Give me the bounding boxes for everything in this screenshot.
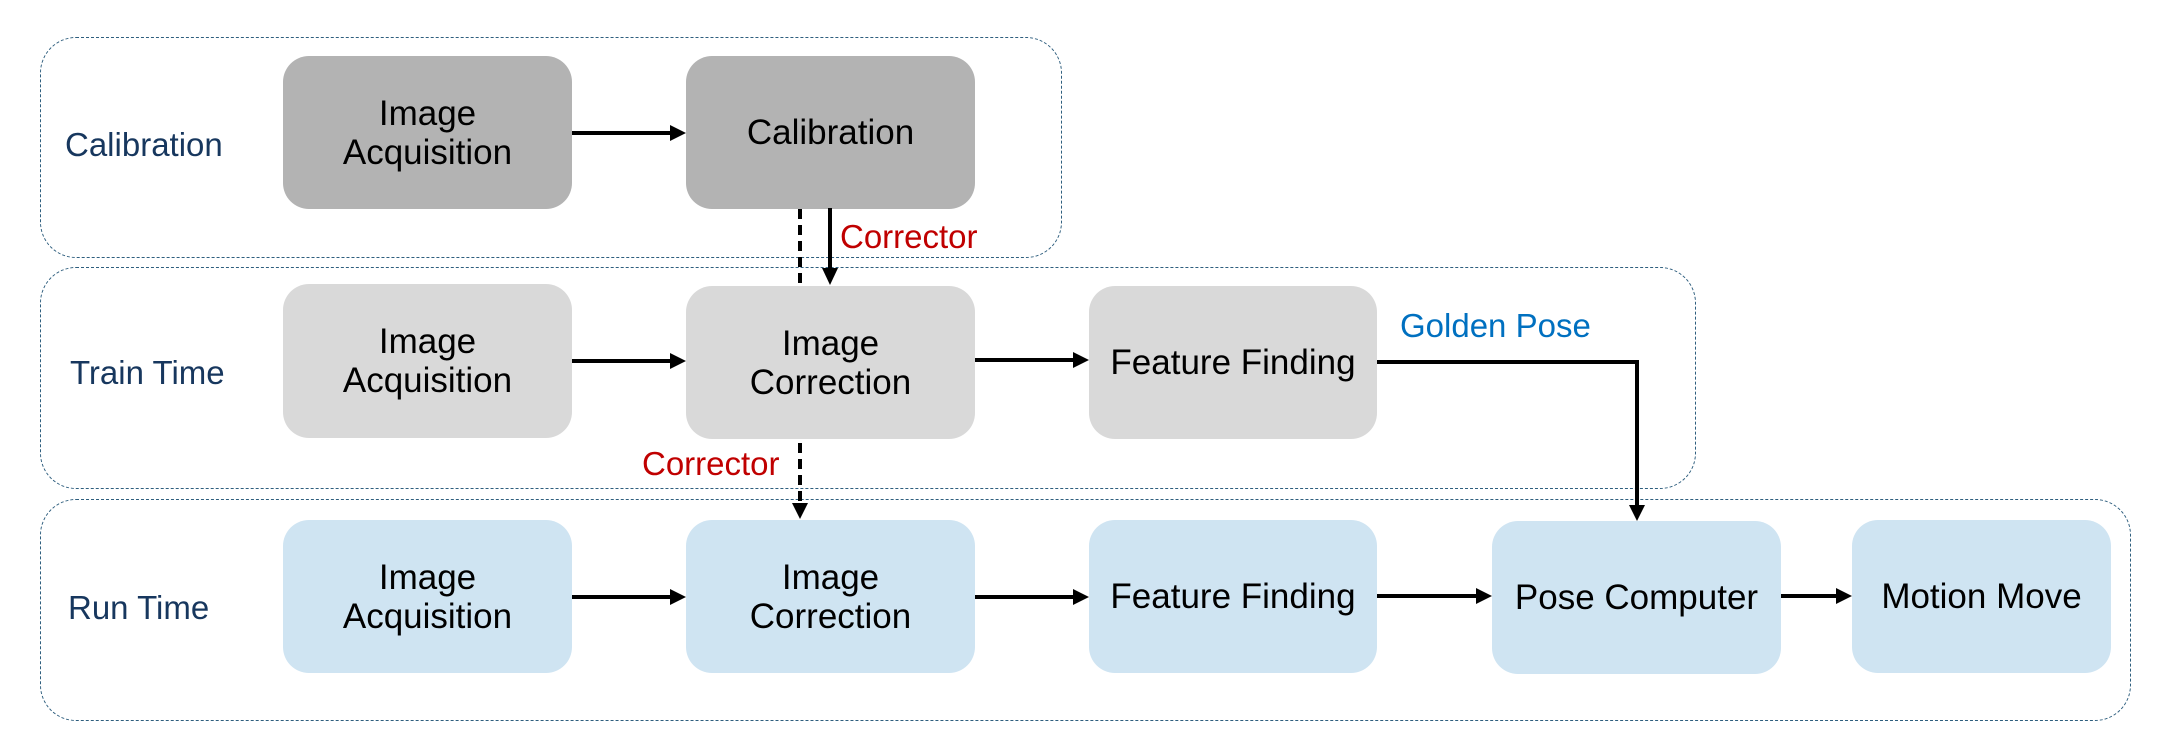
- calibration-group: [40, 37, 1062, 258]
- arrowhead: [670, 125, 686, 141]
- corrector-label-bottom: Corrector: [642, 445, 780, 482]
- node-label: Image Correction: [749, 323, 912, 402]
- node-label: Pose Computer: [1514, 578, 1759, 617]
- motion-move-node: Motion Move: [1852, 520, 2111, 673]
- calibration-node: Calibration: [686, 56, 975, 209]
- node-label: Motion Move: [1881, 577, 2082, 616]
- arrowhead: [670, 353, 686, 369]
- calibration-group-label: Calibration: [65, 126, 223, 163]
- node-label: Feature Finding: [1110, 577, 1356, 616]
- arrowhead: [822, 268, 838, 285]
- arrowhead: [1476, 588, 1492, 604]
- arrowhead: [1629, 505, 1645, 521]
- node-label: Image Acquisition: [342, 322, 513, 400]
- run-feature-finding-node: Feature Finding: [1089, 520, 1377, 673]
- arrowhead: [1836, 588, 1852, 604]
- run-image-acquisition-node: Image Acquisition: [283, 520, 572, 673]
- train-image-acquisition-node: Image Acquisition: [283, 284, 572, 438]
- node-label: Image Correction: [749, 557, 912, 636]
- run-time-group: [40, 499, 2131, 721]
- run-image-correction-node: Image Correction: [686, 520, 975, 673]
- golden-pose-label: Golden Pose: [1400, 307, 1591, 344]
- train-feature-finding-node: Feature Finding: [1089, 286, 1377, 439]
- arrowhead: [792, 503, 808, 519]
- arrowhead: [1073, 589, 1089, 605]
- arrowhead: [1073, 352, 1089, 368]
- node-label: Image Acquisition: [342, 557, 513, 636]
- node-label: Image Acquisition: [342, 93, 513, 172]
- node-label: Calibration: [746, 113, 915, 152]
- run-time-group-label: Run Time: [68, 589, 210, 626]
- node-label: Feature Finding: [1110, 343, 1356, 382]
- train-time-group-label: Train Time: [70, 354, 225, 391]
- cal-image-acquisition-node: Image Acquisition: [283, 56, 572, 209]
- corrector-label-top: Corrector: [840, 218, 978, 255]
- arrow-golden-pose: [1377, 360, 1639, 507]
- train-time-group: [40, 267, 1696, 489]
- pose-computer-node: Pose Computer: [1492, 521, 1781, 674]
- train-image-correction-node: Image Correction: [686, 286, 975, 439]
- arrowhead: [670, 589, 686, 605]
